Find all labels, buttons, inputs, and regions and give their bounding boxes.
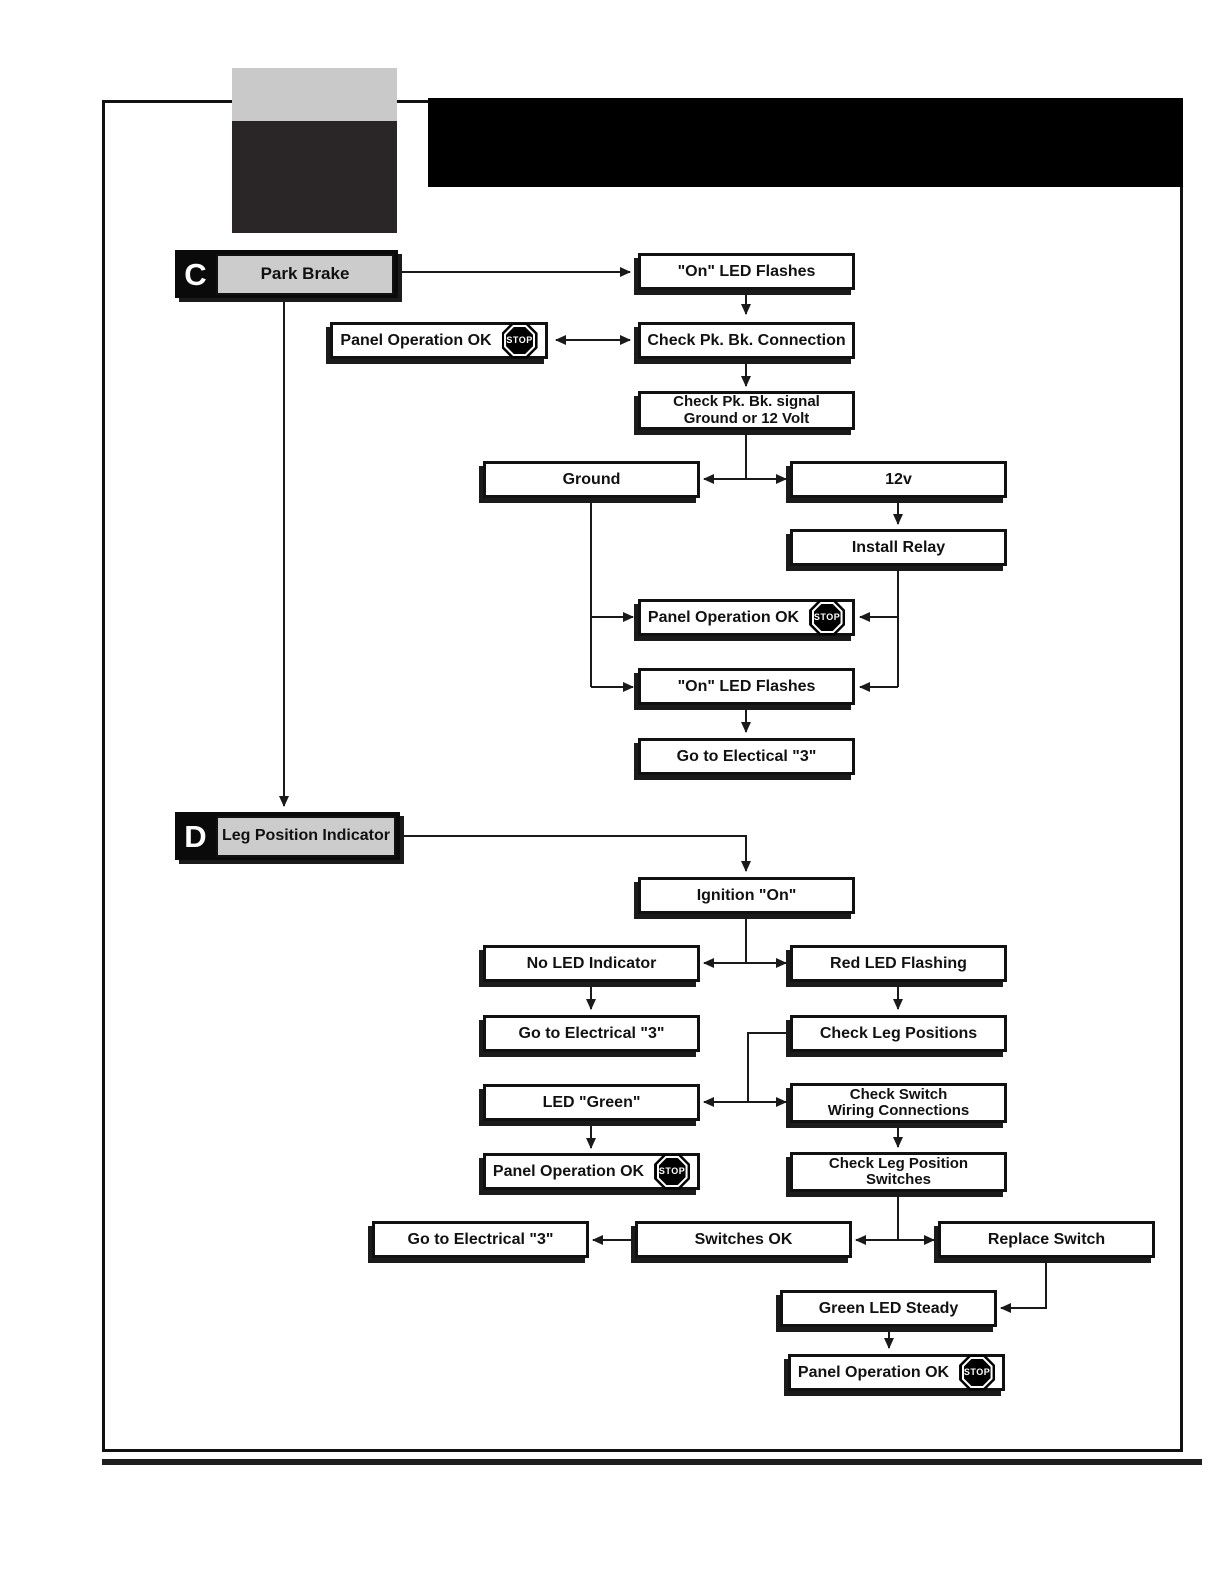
- node-go-to-electrical-3-upper: Go to Electrical "3": [483, 1015, 700, 1052]
- thumbnail-dark: [232, 121, 397, 233]
- node-check-leg-position-switches: Check Leg Position Switches: [790, 1152, 1007, 1192]
- stop-sign-label: STOP: [963, 1366, 991, 1377]
- section-c-tab: C Park Brake: [175, 250, 398, 298]
- node-label-line2: Switches: [865, 1171, 932, 1188]
- node-label: Replace Switch: [987, 1230, 1106, 1248]
- node-go-to-electical-3: Go to Electical "3": [638, 738, 855, 775]
- edge-legposition-ignition: [397, 835, 751, 872]
- stop-sign-label: STOP: [813, 611, 841, 622]
- node-label: Go to Electical "3": [676, 747, 817, 765]
- node-label: Ground: [562, 470, 621, 488]
- node-panel-operation-ok-3: Panel Operation OK STOP: [483, 1153, 700, 1190]
- stop-sign-icon: STOP: [654, 1153, 691, 1190]
- node-label-line2: Ground or 12 Volt: [683, 409, 810, 427]
- stop-sign-icon: STOP: [501, 322, 538, 359]
- section-c-letter: C: [184, 256, 207, 292]
- node-green-led-steady: Green LED Steady: [780, 1290, 997, 1327]
- node-label: Park Brake: [260, 264, 350, 283]
- node-12v: 12v: [790, 461, 1007, 498]
- node-label: Panel Operation OK: [647, 608, 800, 626]
- node-red-led-flashing: Red LED Flashing: [790, 945, 1007, 982]
- stop-sign-label: STOP: [658, 1165, 686, 1176]
- section-d-tab: D Leg Position Indicator: [175, 812, 400, 860]
- edge-checklegpositions-stem: [747, 1032, 790, 1102]
- node-check-switch-wiring: Check Switch Wiring Connections: [790, 1083, 1007, 1123]
- edge-replaceswitch-greenled: [1000, 1258, 1047, 1313]
- node-label: Check Leg Positions: [819, 1024, 978, 1042]
- node-on-led-flashes-1: "On" LED Flashes: [638, 253, 855, 290]
- node-label-line1: Check Leg Position: [828, 1154, 969, 1172]
- node-label: Leg Position Indicator: [221, 827, 390, 844]
- stop-sign-label: STOP: [506, 334, 533, 345]
- node-panel-operation-ok-4: Panel Operation OK STOP: [788, 1354, 1005, 1391]
- node-label: Switches OK: [694, 1230, 793, 1248]
- node-label: Ignition "On": [696, 886, 797, 904]
- node-label: "On" LED Flashes: [677, 262, 816, 280]
- node-label: Go to Electrical "3": [407, 1230, 554, 1248]
- node-label: Go to Electrical "3": [518, 1024, 665, 1042]
- node-switches-ok: Switches OK: [635, 1221, 852, 1258]
- node-check-pk-bk-signal: Check Pk. Bk. signal Ground or 12 Volt: [638, 391, 855, 430]
- bottom-rule: [102, 1459, 1202, 1465]
- node-install-relay: Install Relay: [790, 529, 1007, 566]
- node-label: Green LED Steady: [818, 1299, 959, 1317]
- node-check-pk-bk-connection: Check Pk. Bk. Connection: [638, 322, 855, 359]
- node-label: Panel Operation OK: [492, 1162, 645, 1180]
- node-ground: Ground: [483, 461, 700, 498]
- node-panel-operation-ok-1: Panel Operation OK STOP: [330, 322, 548, 359]
- node-label: Red LED Flashing: [830, 954, 967, 972]
- node-check-leg-positions: Check Leg Positions: [790, 1015, 1007, 1052]
- node-label: Install Relay: [851, 538, 946, 556]
- node-led-green: LED "Green": [483, 1084, 700, 1121]
- section-c-title: Park Brake: [216, 253, 394, 295]
- section-d-letter: D: [184, 818, 207, 854]
- node-go-to-electrical-3-lower: Go to Electrical "3": [372, 1221, 589, 1258]
- node-no-led-indicator: No LED Indicator: [483, 945, 700, 982]
- node-label-line1: Check Pk. Bk. signal: [673, 393, 820, 411]
- node-replace-switch: Replace Switch: [938, 1221, 1155, 1258]
- node-label: "On" LED Flashes: [677, 677, 816, 695]
- node-label: Panel Operation OK: [797, 1363, 950, 1381]
- node-label-line2: Wiring Connections: [827, 1102, 970, 1119]
- node-label-line1: Check Switch: [849, 1085, 948, 1103]
- node-label: Check Pk. Bk. Connection: [647, 331, 846, 349]
- node-ignition-on: Ignition "On": [638, 877, 855, 914]
- section-d-title: Leg Position Indicator: [216, 815, 396, 857]
- node-on-led-flashes-2: "On" LED Flashes: [638, 668, 855, 705]
- node-label: Panel Operation OK: [340, 331, 492, 349]
- node-label: 12v: [885, 470, 912, 488]
- header-bar: [428, 98, 1183, 187]
- stop-sign-icon: STOP: [809, 599, 846, 636]
- node-label: LED "Green": [542, 1093, 641, 1111]
- thumbnail-gray: [232, 68, 397, 121]
- node-panel-operation-ok-2: Panel Operation OK STOP: [638, 599, 855, 636]
- node-label: No LED Indicator: [526, 954, 657, 972]
- stop-sign-icon: STOP: [959, 1354, 996, 1391]
